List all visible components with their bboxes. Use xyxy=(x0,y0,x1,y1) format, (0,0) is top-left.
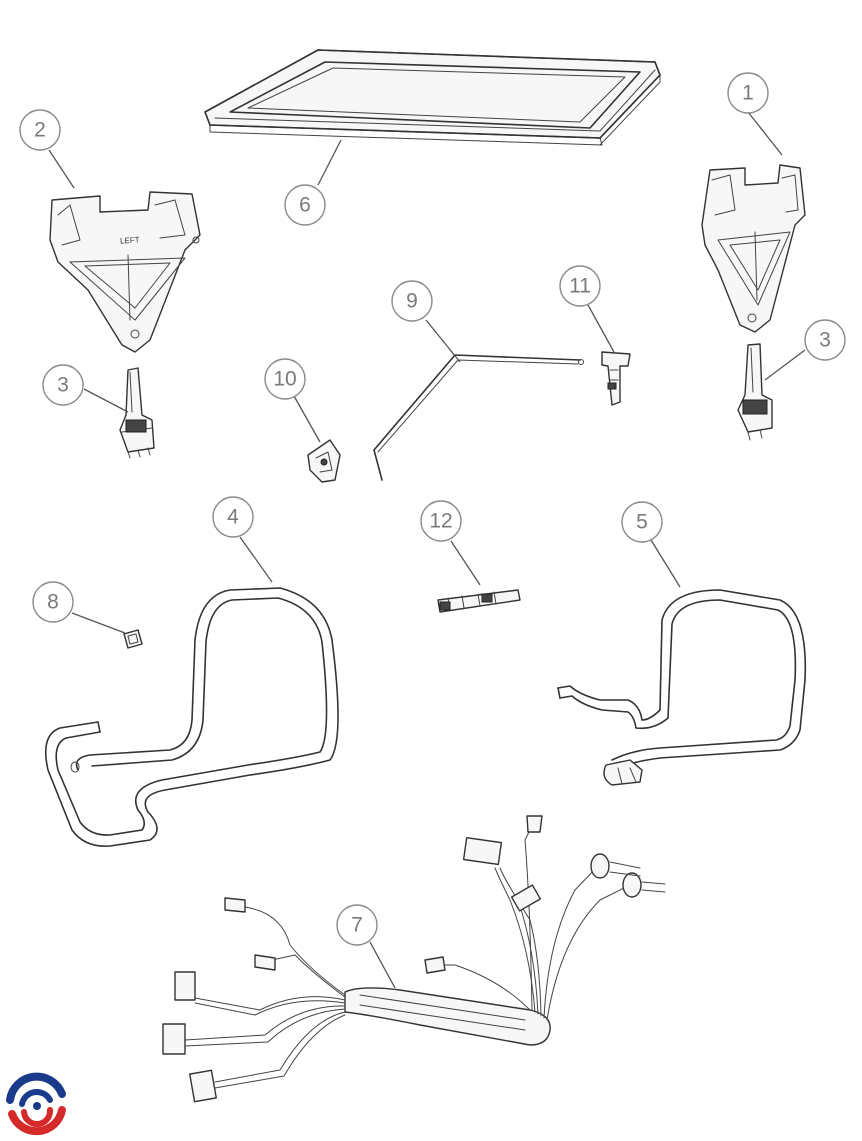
small-clip-part xyxy=(123,629,143,649)
left-hinge-bracket-part: LEFT xyxy=(49,191,201,353)
callout-10: 10 xyxy=(264,358,306,400)
callout-label: 8 xyxy=(47,591,59,614)
right-hinge-latch-part xyxy=(737,343,773,441)
brand-logo-icon xyxy=(6,1072,66,1136)
right-hose-part xyxy=(557,589,807,786)
wiring-harness-part xyxy=(162,815,666,1103)
callout-label: 2 xyxy=(34,119,46,142)
callout-7: 7 xyxy=(336,904,378,946)
callout-5: 5 xyxy=(621,501,663,543)
callout-label: 3 xyxy=(57,374,69,397)
callout-label: 5 xyxy=(636,511,648,534)
callout-8: 8 xyxy=(32,581,74,623)
left-hinge-latch-part xyxy=(119,367,155,459)
callout-3-right: 3 xyxy=(804,319,846,361)
latch-strip-part xyxy=(437,589,521,613)
callout-label: 6 xyxy=(299,194,311,217)
callout-3-left: 3 xyxy=(42,364,84,406)
small-bracket-part xyxy=(307,439,341,483)
callout-label: 4 xyxy=(227,506,239,529)
callout-label: 9 xyxy=(406,290,418,313)
callout-11: 11 xyxy=(559,265,601,307)
callout-label: 7 xyxy=(351,914,363,937)
callout-label: 12 xyxy=(429,510,452,533)
callout-9: 9 xyxy=(391,280,433,322)
pin-clip-part xyxy=(601,351,631,406)
right-hinge-bracket-part xyxy=(701,164,806,333)
callout-label: 10 xyxy=(273,368,296,391)
callout-label: 1 xyxy=(742,82,754,105)
callout-12: 12 xyxy=(420,500,462,542)
rod-part xyxy=(373,354,584,481)
callout-1: 1 xyxy=(727,72,769,114)
leader-lines xyxy=(48,111,806,989)
harness-connector xyxy=(174,971,196,1001)
left-hose-part xyxy=(44,587,339,847)
hinge-left-marking: LEFT xyxy=(120,235,140,245)
callout-label: 3 xyxy=(819,329,831,352)
door-frame-part xyxy=(204,49,661,146)
callout-6: 6 xyxy=(284,184,326,226)
callout-label: 11 xyxy=(569,275,591,298)
callout-4: 4 xyxy=(212,496,254,538)
callout-2: 2 xyxy=(19,109,61,151)
